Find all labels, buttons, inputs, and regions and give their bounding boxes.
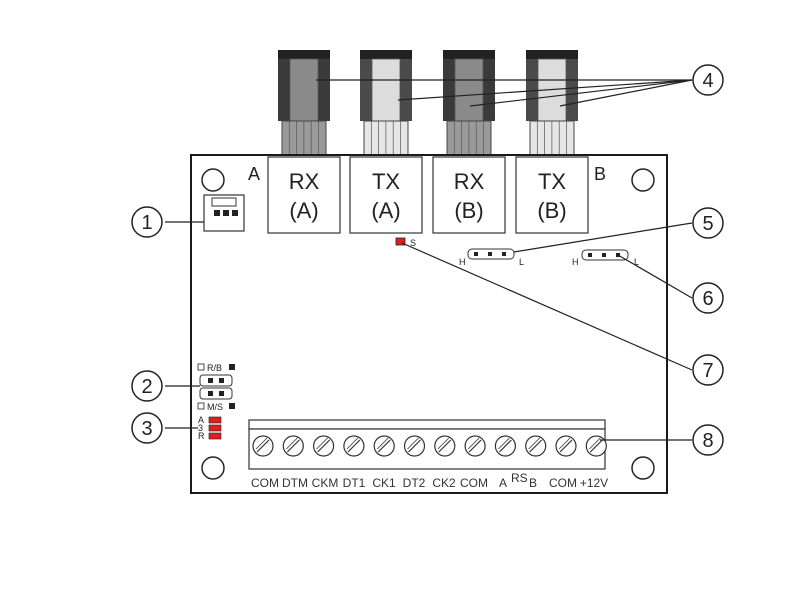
- port-boxes: RX (A) TX (A) RX (B) TX (B): [267, 156, 589, 234]
- led-indicator: [208, 432, 222, 440]
- callout-8: 8: [692, 424, 724, 456]
- jumper-5-l-label: L: [519, 257, 524, 267]
- terminal-screw: [464, 435, 486, 457]
- port-label-line2: (B): [537, 198, 566, 223]
- mounting-hole-bottom-left: [201, 456, 225, 480]
- rs-label: RS: [511, 471, 528, 485]
- port-box: [432, 156, 506, 234]
- led-stack-label: 3: [198, 423, 203, 433]
- fiber-connector: [443, 50, 495, 159]
- terminal-screw: [313, 435, 335, 457]
- led-stack-label: R: [198, 431, 205, 441]
- mounting-hole-top-left: [201, 168, 225, 192]
- terminal-screw: [373, 435, 395, 457]
- callout-6: 6: [692, 282, 724, 314]
- terminal-screw: [282, 435, 304, 457]
- terminal-screws: [252, 435, 607, 457]
- terminal-label: COM: [251, 476, 279, 490]
- terminal-block: [248, 419, 607, 470]
- callout-number: 6: [702, 288, 713, 310]
- terminal-label: COM: [549, 476, 577, 490]
- terminal-screw: [434, 435, 456, 457]
- port-box: [515, 156, 589, 234]
- terminal-label: DTM: [282, 476, 308, 490]
- led-indicator: [208, 424, 222, 432]
- callouts: 1 2 3 4 5 6 7 8: [131, 64, 724, 456]
- port-label-line2: (B): [454, 198, 483, 223]
- three-pin-header: [203, 194, 245, 232]
- callout-number: 8: [702, 430, 713, 452]
- callout-5: 5: [692, 207, 724, 239]
- port-box: [267, 156, 341, 234]
- terminal-label: COM: [460, 476, 488, 490]
- mounting-hole-top-right: [631, 168, 655, 192]
- jumper-rb-ms: R/B M/S: [197, 363, 235, 412]
- terminal-screw: [494, 435, 516, 457]
- jumper-6-h-label: H: [572, 257, 579, 267]
- led-stack-label: A: [198, 415, 204, 425]
- terminal-label: CK2: [432, 476, 456, 490]
- fiber-connector: [278, 50, 330, 159]
- callout-7: 7: [692, 354, 724, 386]
- terminal-screw: [252, 435, 274, 457]
- callout-3: 3: [131, 412, 163, 444]
- port-label-line1: TX: [372, 169, 400, 194]
- callout-number: 2: [141, 376, 152, 398]
- terminal-label: DT2: [403, 476, 426, 490]
- terminal-screw: [403, 435, 426, 457]
- callout-number: 3: [141, 418, 152, 440]
- terminal-screw: [585, 435, 607, 457]
- fiber-connector: [360, 50, 412, 159]
- jumper-ms-label: M/S: [207, 402, 223, 412]
- port-label-line1: RX: [454, 169, 485, 194]
- terminal-screw: [555, 435, 577, 457]
- jumper-6-hl: H L: [572, 249, 639, 267]
- led-indicator: [208, 416, 222, 424]
- callout-number: 4: [702, 70, 713, 92]
- terminal-label: CK1: [372, 476, 396, 490]
- terminal-label: A: [499, 476, 507, 490]
- led-s: [395, 237, 406, 246]
- side-a-label: A: [248, 164, 260, 184]
- terminal-label: B: [529, 476, 537, 490]
- mounting-hole-bottom-right: [631, 456, 655, 480]
- led-s-label: S: [410, 238, 416, 248]
- jumper-5-h-label: H: [459, 257, 466, 267]
- side-b-label: B: [594, 164, 606, 184]
- jumper-rb-label: R/B: [207, 363, 222, 373]
- terminal-label: CKM: [312, 476, 339, 490]
- port-label-line1: TX: [538, 169, 566, 194]
- callout-1: 1: [131, 206, 163, 238]
- leader-lines: [165, 79, 693, 441]
- terminal-screw: [343, 435, 365, 457]
- port-label-line1: RX: [289, 169, 320, 194]
- terminal-label: DT1: [343, 476, 366, 490]
- port-box: [349, 156, 423, 234]
- callout-number: 5: [702, 213, 713, 235]
- callout-4: 4: [692, 64, 724, 96]
- led-stack: A3R: [198, 415, 222, 441]
- jumper-6-l-label: L: [634, 257, 639, 267]
- callout-number: 7: [702, 360, 713, 382]
- port-label-line2: (A): [371, 198, 400, 223]
- terminal-label: +12V: [580, 476, 608, 490]
- callout-number: 1: [141, 212, 152, 234]
- terminal-screw: [525, 435, 547, 457]
- fiber-connectors: [278, 50, 578, 159]
- callout-2: 2: [131, 370, 163, 402]
- port-label-line2: (A): [289, 198, 318, 223]
- jumper-5-hl: H L: [459, 248, 524, 267]
